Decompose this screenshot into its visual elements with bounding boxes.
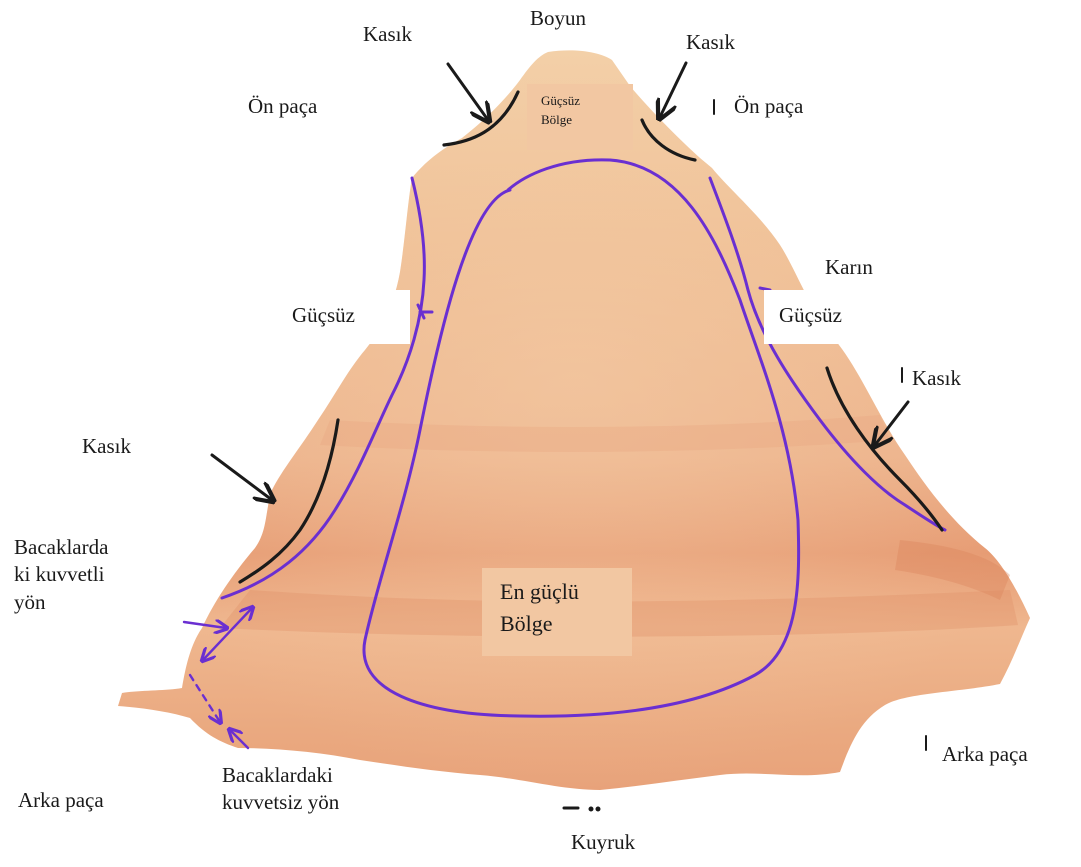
weak-zone-label: Güçsüz Bölge xyxy=(527,84,633,150)
label-kasik-top-left: Kasık xyxy=(363,22,412,47)
label-bacak-kuvvetsiz: Bacaklardaki kuvvetsiz yön xyxy=(222,762,339,817)
label-gucsuz-left: Güçsüz xyxy=(292,303,355,328)
strong-zone-label: En güçlü Bölge xyxy=(482,568,632,656)
label-arka-paca-right: Arka paça xyxy=(942,742,1028,767)
arrow-icon xyxy=(660,63,686,117)
label-boyun: Boyun xyxy=(530,6,586,31)
dot-mark xyxy=(597,808,600,811)
dot-mark xyxy=(590,808,593,811)
label-bacak-kuvvetli: Bacaklarda ki kuvvetli yön xyxy=(14,534,108,616)
label-on-paca-right: Ön paça xyxy=(734,94,803,119)
label-kasik-right: Kasık xyxy=(912,366,961,391)
label-on-paca-left: Ön paça xyxy=(248,94,317,119)
label-karin: Karın xyxy=(825,255,873,280)
label-arka-paca-left: Arka paça xyxy=(18,788,104,813)
arrow-icon xyxy=(212,455,272,500)
label-kasik-top-right: Kasık xyxy=(686,30,735,55)
label-kasik-left: Kasık xyxy=(82,434,131,459)
arrow-icon xyxy=(448,64,488,120)
label-gucsuz-right: Güçsüz xyxy=(779,303,842,328)
label-kuyruk: Kuyruk xyxy=(571,830,635,855)
